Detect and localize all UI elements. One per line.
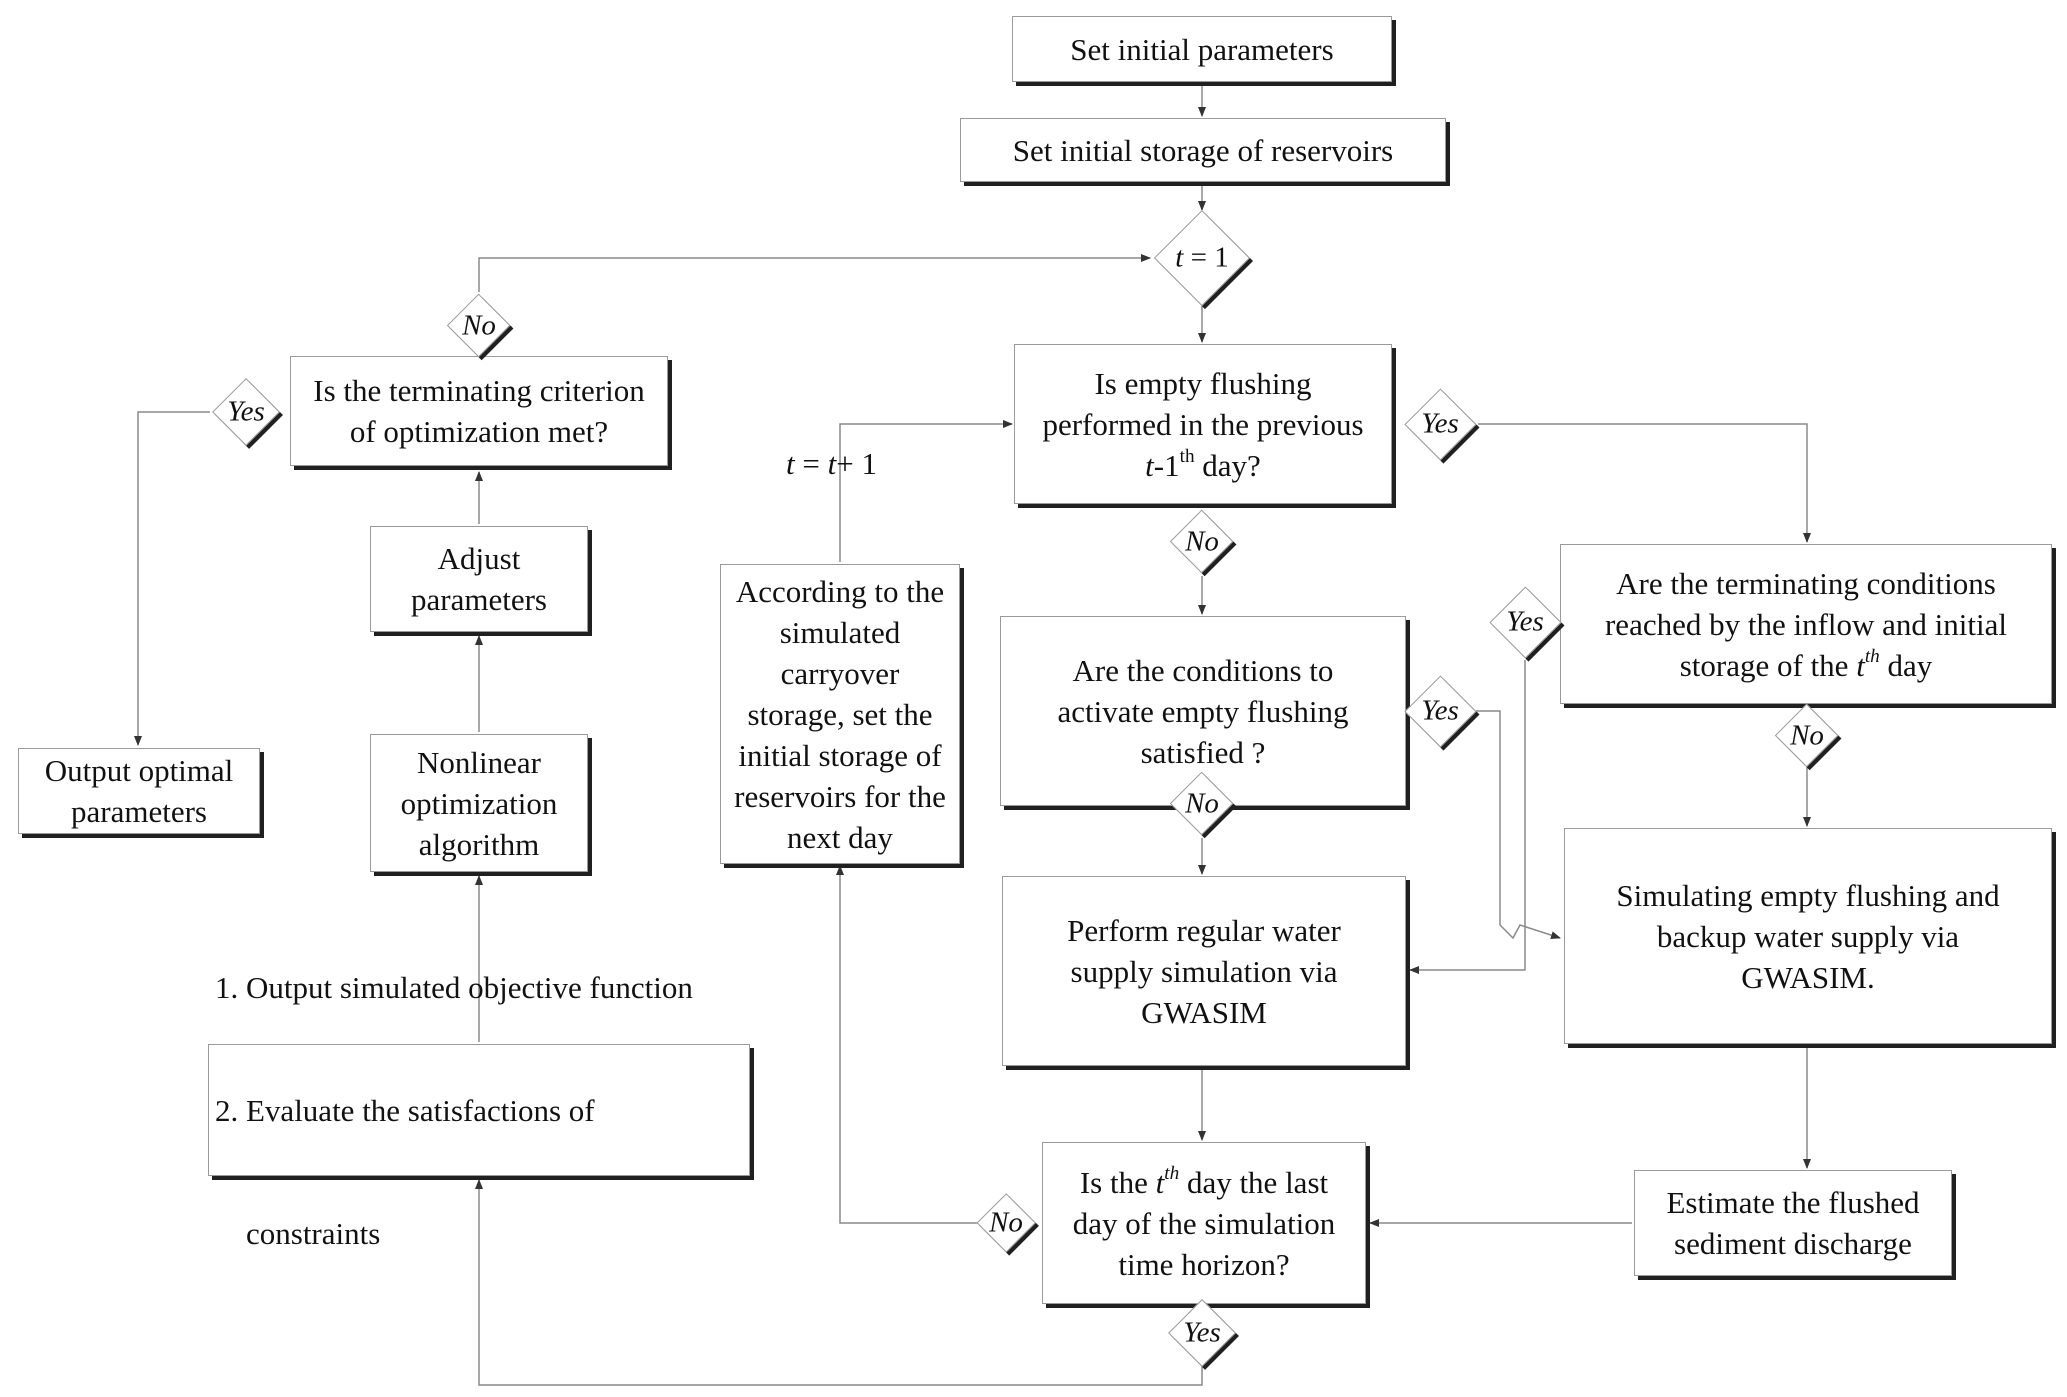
output-simulated-objective-box: 1. Output simulated objective function 2… xyxy=(208,970,750,1251)
decision-yes-previous-label: Yes xyxy=(1421,407,1459,440)
arrow-yes-to-output xyxy=(134,411,210,746)
last-day-line1: Is the tth day the last xyxy=(1079,1163,1329,1200)
arrow-yes-prev-to-termcond xyxy=(1478,423,1811,543)
arrow-yesactivate-to-simflush xyxy=(1476,710,1561,940)
decision-no-top-label: No xyxy=(462,309,496,342)
arrow-no-to-t1 xyxy=(478,254,1151,292)
decision-no-terminate-label: No xyxy=(1790,719,1824,752)
decision-yes-terminate-label: Yes xyxy=(1506,605,1544,638)
regular-water-supply-box: Perform regular water supply simulation … xyxy=(1002,876,1406,1066)
estimate-sediment-box: Estimate the flushed sediment discharge xyxy=(1634,1170,1952,1276)
simulating-empty-flushing-box: Simulating empty flushing and backup wat… xyxy=(1564,828,2052,1044)
adjust-parameters-box: Adjust parameters xyxy=(370,526,588,632)
flush-prev-line3: t-1th day? xyxy=(1145,446,1261,483)
t-increment-label: t = t+ 1 xyxy=(786,446,877,481)
set-initial-storage-box: Set initial storage of reservoirs xyxy=(960,118,1446,182)
decision-yes-left-label: Yes xyxy=(227,395,265,428)
decision-no-activate-label: No xyxy=(1185,787,1219,820)
last-day-box: Is the tth day the last day of the simul… xyxy=(1042,1142,1366,1304)
flush-previous-day-box: Is empty flushing performed in the previ… xyxy=(1014,344,1392,504)
decision-yes-last-day-label: Yes xyxy=(1183,1316,1221,1349)
term-conditions-line3: storage of the tth day xyxy=(1679,646,1933,683)
output-optimal-parameters-box: Output optimal parameters xyxy=(18,748,260,834)
arrow-no-to-according xyxy=(836,865,980,1224)
terminating-conditions-box: Are the terminating conditions reached b… xyxy=(1560,544,2052,704)
arrow-according-to-flushprev xyxy=(839,420,1013,562)
arrow-yesterm-to-regular xyxy=(1409,660,1526,974)
terminating-criterion-box: Is the terminating criterion of optimiza… xyxy=(290,356,668,466)
decision-no-previous-label: No xyxy=(1185,525,1219,558)
set-initial-parameters-box: Set initial parameters xyxy=(1012,16,1392,82)
nonlinear-optimization-box: Nonlinear optimization algorithm xyxy=(370,734,588,872)
decision-yes-activate-label: Yes xyxy=(1421,694,1459,727)
carryover-storage-box: According to the simulated carryover sto… xyxy=(720,564,960,864)
decision-t-equals-1-label: t = 1 xyxy=(1175,241,1229,274)
flush-prev-line1: Is empty flushing xyxy=(1094,365,1312,401)
decision-no-last-day-label: No xyxy=(989,1206,1023,1239)
flush-prev-line2: performed in the previous xyxy=(1042,406,1364,442)
arrow-yes-bottom-to-outputsim xyxy=(475,1179,1203,1386)
